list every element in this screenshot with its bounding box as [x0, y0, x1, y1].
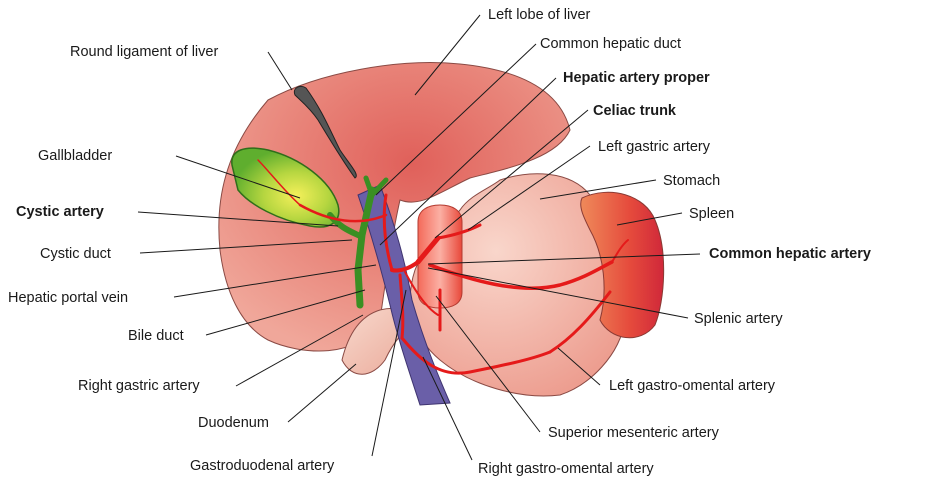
label-round-ligament-of-liver: Round ligament of liver [70, 44, 218, 60]
label-cystic-duct: Cystic duct [40, 246, 111, 262]
label-gastroduodenal-artery: Gastroduodenal artery [190, 458, 335, 474]
label-stomach: Stomach [663, 173, 720, 189]
label-hepatic-artery-proper: Hepatic artery proper [563, 70, 710, 86]
label-gallbladder: Gallbladder [38, 148, 112, 164]
label-duodenum: Duodenum [198, 415, 269, 431]
label-cystic-artery: Cystic artery [16, 204, 104, 220]
label-bile-duct: Bile duct [128, 328, 184, 344]
label-common-hepatic-artery: Common hepatic artery [709, 246, 871, 262]
label-common-hepatic-duct: Common hepatic duct [540, 36, 681, 52]
label-right-gastric-artery: Right gastric artery [78, 378, 200, 394]
label-hepatic-portal-vein: Hepatic portal vein [8, 290, 128, 306]
label-left-lobe-of-liver: Left lobe of liver [488, 7, 591, 23]
label-right-gastro-omental-artery: Right gastro-omental artery [478, 461, 654, 477]
label-splenic-artery: Splenic artery [694, 311, 783, 327]
label-left-gastric-artery: Left gastric artery [598, 139, 711, 155]
label-left-gastro-omental-artery: Left gastro-omental artery [609, 378, 776, 394]
label-superior-mesenteric-artery: Superior mesenteric artery [548, 425, 720, 441]
label-spleen: Spleen [689, 206, 734, 222]
label-celiac-trunk: Celiac trunk [593, 103, 677, 119]
